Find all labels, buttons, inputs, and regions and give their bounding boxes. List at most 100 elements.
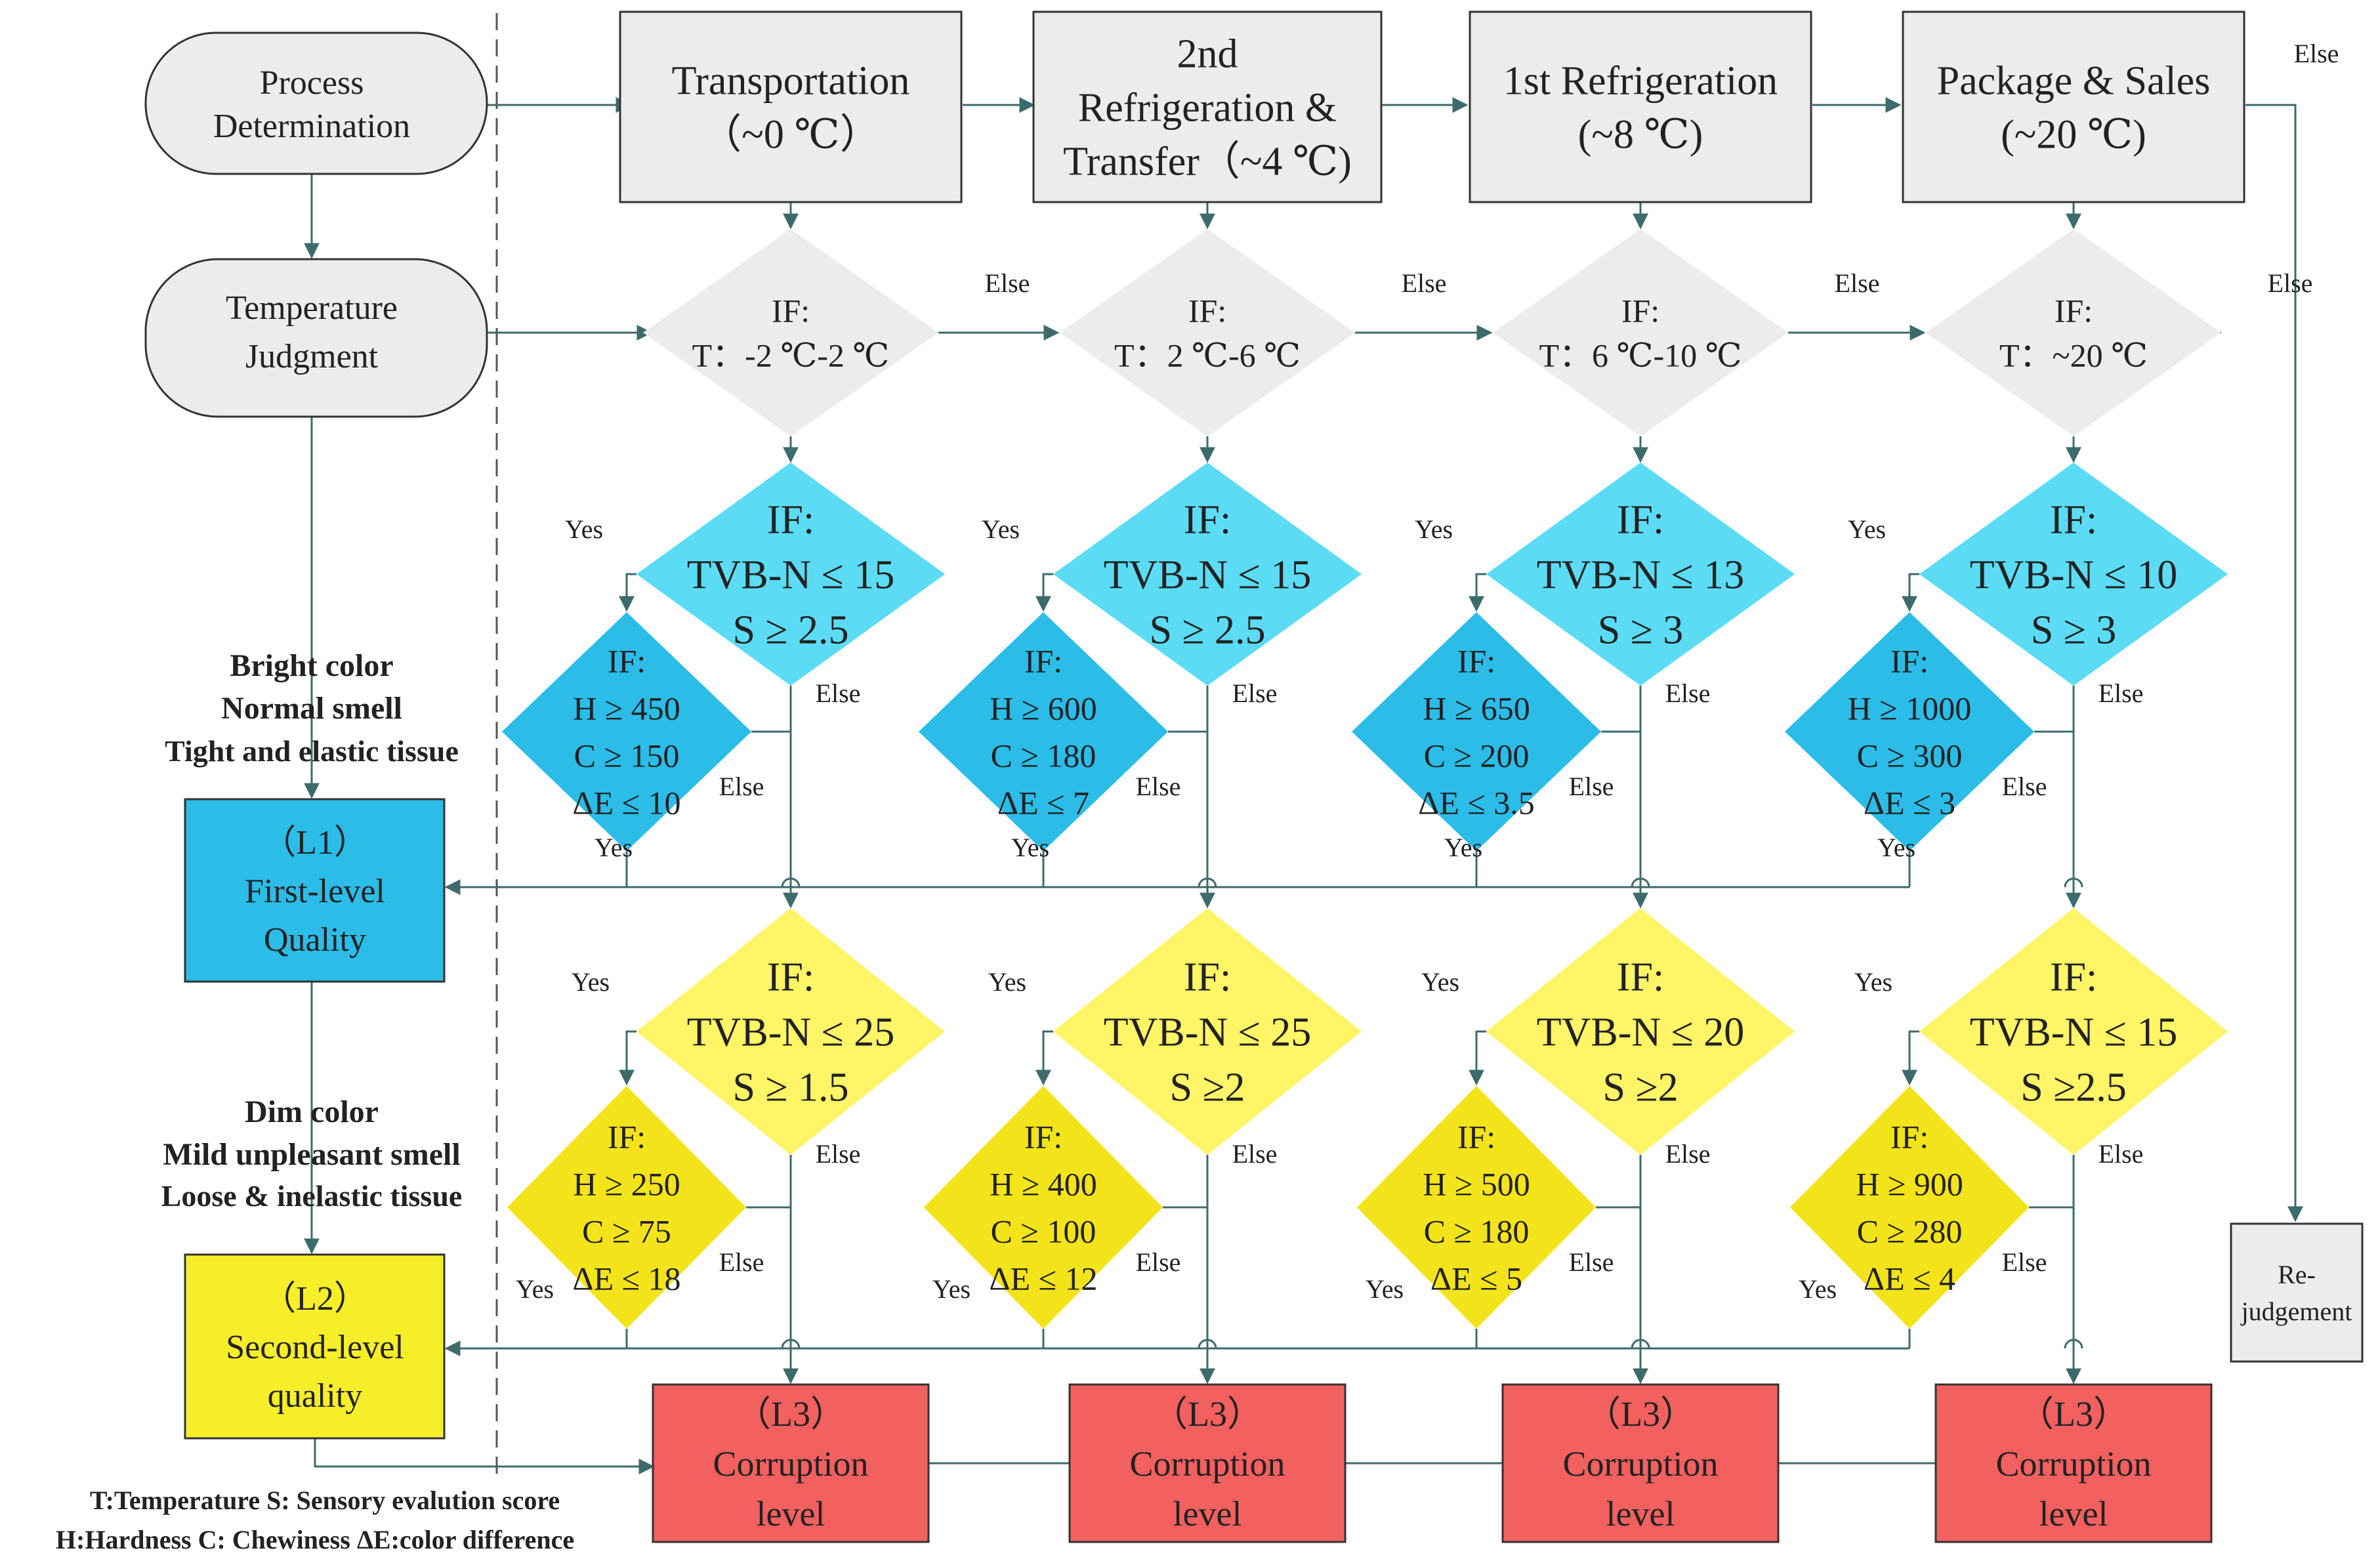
stage-2-corruption-box bbox=[1501, 1383, 1780, 1543]
l1-first-level-quality-box bbox=[184, 798, 446, 983]
stage-0-title-box bbox=[619, 10, 963, 203]
stage-1-corruption-box bbox=[1068, 1383, 1347, 1543]
stage-3-l2-sub-yes-label: Yes bbox=[1799, 1274, 1837, 1304]
stage-3-l1-sub-else-label: Else bbox=[2002, 772, 2047, 801]
stage-3-l1-yes-label: Yes bbox=[1848, 514, 1886, 544]
stage-1-l1-sub-else-label: Else bbox=[1136, 772, 1181, 801]
stage-0-l1-yes-label: Yes bbox=[565, 514, 603, 544]
stage-2-l1-sub-label-line: C ≥ 200 bbox=[1424, 738, 1530, 774]
stage-3-corruption-label-line: Corruption bbox=[1996, 1444, 2152, 1484]
stage-0-l1-condition-label-line: S ≥ 2.5 bbox=[732, 608, 848, 653]
rejudgement-label-line: judgement bbox=[2240, 1297, 2352, 1326]
stage-1-title-line: Transfer（~4 ℃) bbox=[1063, 140, 1352, 184]
rejudgement-box bbox=[2230, 1222, 2364, 1363]
stage-2-l2-hop bbox=[1631, 1339, 1650, 1349]
stage-1-title-line: Refrigeration & bbox=[1078, 86, 1337, 131]
stage-1-l1-hop bbox=[1198, 877, 1217, 888]
stage-2-corruption-label-line: （L3） bbox=[1585, 1394, 1696, 1434]
stage-3-l2-condition bbox=[1919, 908, 2228, 1155]
l1-desc-tissue: Tight and elastic tissue bbox=[165, 734, 459, 768]
stage-1-l1-condition-label-line: IF: bbox=[1184, 498, 1231, 543]
stage-1-l2-sub-label-line: ΔE ≤ 12 bbox=[989, 1260, 1097, 1297]
stage-2-l2-condition bbox=[1486, 908, 1795, 1155]
stage-1-l1-sub-condition bbox=[919, 612, 1168, 851]
stage-0-l2-yes bbox=[619, 1030, 637, 1086]
stage-0-l1-sub-label-line: ΔE ≤ 10 bbox=[572, 785, 680, 822]
stage-2-l2-else-label: Else bbox=[1665, 1139, 1711, 1169]
stage-1-l2-condition-label-line: TVB-N ≤ 25 bbox=[1104, 1010, 1311, 1055]
stage-1-l1-condition-label-line: TVB-N ≤ 15 bbox=[1104, 553, 1311, 598]
stage-0-l2-sub-label-line: H ≥ 250 bbox=[573, 1166, 680, 1203]
stage-2-l2-sub-label-line: C ≥ 180 bbox=[1424, 1213, 1530, 1250]
stage-2-l2-yes bbox=[1469, 1030, 1486, 1086]
stage-2-l2-sub-label-line: IF: bbox=[1457, 1119, 1495, 1155]
stage-0-l1-sub-condition bbox=[502, 612, 751, 851]
stage-0-l1-hop bbox=[781, 877, 801, 888]
stage-0-l2-yes-label: Yes bbox=[572, 967, 610, 997]
stage-0-l1-yes bbox=[619, 573, 637, 612]
stage-1-corruption-label-line: （L3） bbox=[1152, 1394, 1263, 1434]
stage-0-l1-sub-label-line: IF: bbox=[608, 643, 646, 680]
stage-0-l2-condition-label-line: IF: bbox=[767, 955, 814, 1000]
stage-0-l1-sub-label-line: C ≥ 150 bbox=[574, 738, 680, 774]
stage-1-l2-sub-else-label: Else bbox=[1136, 1247, 1181, 1277]
stage-0-l2-sub-condition bbox=[507, 1086, 746, 1329]
stage-2-title-box bbox=[1469, 10, 1812, 203]
stage-1-l2-yes bbox=[1035, 1030, 1053, 1086]
l2-box-label-line: quality bbox=[268, 1377, 362, 1415]
stage-1-l2-hop bbox=[1198, 1339, 1217, 1349]
l1-box-label-line: Quality bbox=[264, 921, 366, 959]
stage-0-corruption-label-line: Corruption bbox=[713, 1444, 869, 1484]
stage-3-l2-hop bbox=[2064, 1339, 2083, 1349]
stage-3-l2-yes bbox=[1902, 1030, 1919, 1086]
stage-3-l2-else-label: Else bbox=[2098, 1139, 2144, 1169]
legend-line-1: T:Temperature S: Sensory evalution score bbox=[90, 1486, 560, 1515]
stage-2-corruption-label-line: Corruption bbox=[1563, 1444, 1719, 1484]
l2-to-corruption bbox=[314, 1438, 655, 1474]
stage-2-l1-else-label: Else bbox=[1665, 678, 1711, 708]
rejudge-else-label: Else bbox=[2294, 39, 2339, 68]
stage-3-corruption-label-line: （L3） bbox=[2018, 1394, 2129, 1434]
stage-0-temp-else-label: Else bbox=[985, 268, 1030, 298]
l2-desc-smell: Mild unpleasant smell bbox=[163, 1137, 460, 1172]
stage-1-l1-sub-label-line: H ≥ 600 bbox=[990, 690, 1097, 727]
stage-2-temperature-if bbox=[1493, 229, 1788, 436]
stage-1-temp-else-label: Else bbox=[1402, 268, 1447, 298]
stage-3-temperature-label-line: IF: bbox=[2055, 293, 2093, 329]
stage-3-title-line: (~20 ℃) bbox=[2001, 113, 2146, 157]
title-else-to-rejudge bbox=[2245, 104, 2303, 1222]
stage-0-l1-sub-label-line: H ≥ 450 bbox=[573, 690, 680, 727]
stage-0-l2-sub-label-line: ΔE ≤ 18 bbox=[572, 1260, 680, 1297]
stage-3-title-box bbox=[1902, 10, 2245, 203]
stage-1-l1-condition-label-line: S ≥ 2.5 bbox=[1149, 608, 1265, 653]
stage-2-temp-else-label: Else bbox=[1835, 268, 1880, 298]
stage-3-l1-hop bbox=[2064, 877, 2083, 888]
stage-2-l2-sub-else-label: Else bbox=[1569, 1247, 1614, 1277]
stage-2-l1-sub-yes-label: Yes bbox=[1444, 833, 1482, 862]
stage-3-l1-condition-label-line: S ≥ 3 bbox=[2031, 608, 2117, 653]
stage-0-l1-else-label: Else bbox=[816, 678, 861, 708]
stage-2-l1-sub-label-line: ΔE ≤ 3.5 bbox=[1418, 785, 1535, 822]
stage-0-l2-sub-yes-label: Yes bbox=[516, 1274, 554, 1304]
stage-2-l1-yes-label: Yes bbox=[1415, 514, 1453, 544]
stage-1-l1-sub-label-line: ΔE ≤ 7 bbox=[997, 785, 1089, 822]
stage-0-temperature-if bbox=[643, 229, 938, 436]
stage-2-l1-sub-label-line: H ≥ 650 bbox=[1423, 690, 1530, 727]
stage-1-l2-sub-yes-label: Yes bbox=[932, 1274, 971, 1304]
process-determination-node bbox=[144, 31, 488, 175]
stage-1-corruption-label-line: Corruption bbox=[1130, 1444, 1285, 1484]
temperature-judgment-label-line: Temperature bbox=[226, 289, 398, 327]
stage-0-l2-condition bbox=[637, 908, 945, 1155]
stage-0-l1-condition bbox=[637, 463, 945, 686]
stage-2-title-line: (~8 ℃) bbox=[1578, 113, 1703, 157]
stage-3-l2-sub-label-line: H ≥ 900 bbox=[1856, 1166, 1963, 1203]
stage-2-l1-condition-label-line: IF: bbox=[1617, 498, 1664, 543]
l2-box-label-line: （L2） bbox=[262, 1280, 368, 1318]
stage-2-temperature-label-line: T：6 ℃-10 ℃ bbox=[1539, 337, 1742, 374]
stage-1-l2-sub-label-line: H ≥ 400 bbox=[990, 1166, 1097, 1203]
stage-3-temperature-if bbox=[1926, 229, 2221, 436]
diagram-shapes: ProcessDeterminationTemperatureJudgmentB… bbox=[56, 10, 2364, 1554]
stage-0-title-line: Transportation bbox=[672, 59, 910, 104]
stage-3-title-line: Package & Sales bbox=[1937, 59, 2211, 104]
